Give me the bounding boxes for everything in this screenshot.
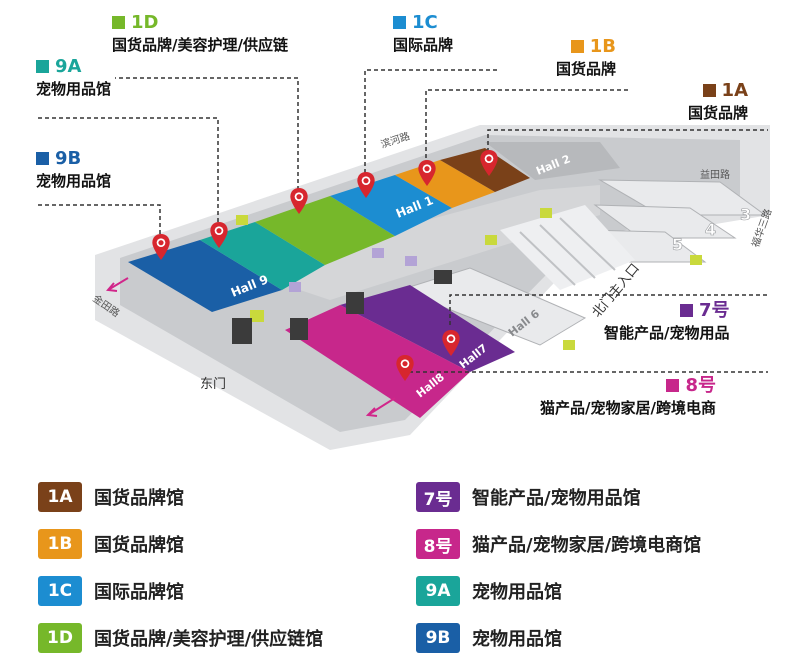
hall-1d-zone bbox=[255, 196, 395, 265]
legend-badge-1a: 1A bbox=[38, 482, 82, 512]
callout-1d-code: 1D bbox=[131, 12, 159, 33]
callout-1a-swatch bbox=[702, 84, 716, 98]
callout-7-code: 7号 bbox=[698, 300, 730, 321]
leader-1a bbox=[487, 129, 768, 152]
callout-7: 7号 智能产品/宠物用品 bbox=[604, 300, 729, 342]
hall-9a-zone bbox=[200, 222, 325, 290]
callout-9a-swatch bbox=[36, 60, 49, 74]
north-entrance-plaza bbox=[500, 205, 635, 290]
legend-badge-1c: 1C bbox=[38, 576, 82, 606]
callout-1b: 1B 国货品牌 bbox=[556, 36, 616, 78]
callout-1c-desc: 国际品牌 bbox=[393, 35, 454, 54]
legend-item-9a: 9A 宠物用品馆 bbox=[416, 574, 562, 608]
callout-1d-swatch bbox=[112, 16, 125, 30]
hall-7-zone bbox=[340, 285, 515, 372]
hall-3-label: 3 bbox=[740, 205, 751, 224]
legend-item-1a: 1A 国货品牌馆 bbox=[38, 480, 184, 514]
callout-1d-desc: 国货品牌/美容护理/供应链 bbox=[112, 35, 288, 54]
hall-1c-zone bbox=[330, 175, 452, 236]
road-binhe-label: 滨河路 bbox=[379, 129, 412, 151]
legend-badge-1b: 1B bbox=[38, 529, 82, 559]
callout-9b-swatch bbox=[36, 152, 49, 166]
legend-label-7: 智能产品/宠物用品馆 bbox=[472, 488, 641, 509]
legend-label-9b: 宠物用品馆 bbox=[472, 629, 562, 650]
legend-label-1a: 国货品牌馆 bbox=[94, 488, 184, 509]
legend-label-1c: 国际品牌馆 bbox=[94, 582, 184, 603]
hall-8-zone bbox=[285, 305, 470, 418]
south-arrow bbox=[365, 397, 396, 417]
legend-item-7: 7号 智能产品/宠物用品馆 bbox=[416, 480, 641, 514]
legend-badge-9b: 9B bbox=[416, 623, 460, 653]
callout-1b-swatch bbox=[570, 40, 584, 54]
legend-item-8: 8号 猫产品/宠物家居/跨境电商馆 bbox=[416, 527, 701, 561]
legend-badge-9a: 9A bbox=[416, 576, 460, 606]
hall-5-label: 5 bbox=[672, 235, 683, 254]
hall-3-zone bbox=[598, 179, 767, 216]
callout-1c: 1C 国际品牌 bbox=[393, 12, 453, 54]
callout-9b-desc: 宠物用品馆 bbox=[36, 171, 112, 190]
callout-1c-code: 1C bbox=[412, 12, 438, 33]
callout-1c-swatch bbox=[393, 16, 406, 30]
east-gate-label: 东门 bbox=[200, 377, 226, 392]
callout-8: 8号 猫产品/宠物家居/跨境电商 bbox=[540, 375, 716, 417]
callout-8-desc: 猫产品/宠物家居/跨境电商 bbox=[540, 398, 716, 417]
leader-9b bbox=[38, 204, 161, 248]
legend-item-1c: 1C 国际品牌馆 bbox=[38, 574, 184, 608]
hall-2-zone bbox=[485, 142, 620, 180]
legend-item-1d: 1D 国货品牌/美容护理/供应链馆 bbox=[38, 621, 323, 655]
callout-1a-desc: 国货品牌 bbox=[688, 103, 749, 122]
leader-1b bbox=[425, 89, 628, 165]
legend-label-1d: 国货品牌/美容护理/供应链馆 bbox=[94, 629, 324, 650]
leader-1c bbox=[364, 69, 498, 180]
leader-7 bbox=[449, 294, 768, 325]
hall-9b-zone bbox=[128, 240, 282, 312]
callout-1a: 1A 国货品牌 bbox=[688, 80, 748, 122]
road-yitian-label: 益田路 bbox=[700, 168, 730, 181]
legend-label-1b: 国货品牌馆 bbox=[94, 535, 184, 556]
west-arrow bbox=[106, 277, 129, 292]
callout-8-swatch bbox=[666, 379, 680, 393]
legend-badge-8: 8号 bbox=[416, 529, 460, 559]
legend-label-9a: 宠物用品馆 bbox=[472, 582, 562, 603]
callout-9b-code: 9B bbox=[55, 148, 82, 169]
hall-4-label: 4 bbox=[705, 220, 716, 239]
leader-1d bbox=[115, 77, 299, 190]
callout-7-swatch bbox=[679, 304, 693, 318]
venue-floor-map: Hall 1 Hall 2 Hall 9 Hall 6 Hall7 Hall8 … bbox=[38, 69, 774, 450]
callout-1b-desc: 国货品牌 bbox=[556, 59, 617, 78]
callout-9b: 9B 宠物用品馆 bbox=[36, 148, 111, 190]
callout-8-code: 8号 bbox=[685, 375, 716, 396]
legend-badge-1d: 1D bbox=[38, 623, 82, 653]
legend-badge-7: 7号 bbox=[416, 482, 460, 512]
legend-item-1b: 1B 国货品牌馆 bbox=[38, 527, 184, 561]
callout-9a-desc: 宠物用品馆 bbox=[36, 79, 112, 98]
callout-7-desc: 智能产品/宠物用品 bbox=[604, 323, 730, 342]
central-corridor bbox=[240, 185, 600, 300]
callout-9a-code: 9A bbox=[55, 56, 82, 77]
callout-1b-code: 1B bbox=[589, 36, 617, 57]
callout-1d: 1D 国货品牌/美容护理/供应链 bbox=[112, 12, 288, 54]
callout-1a-code: 1A bbox=[721, 80, 749, 101]
leader-9a bbox=[38, 117, 219, 222]
legend-label-8: 猫产品/宠物家居/跨境电商馆 bbox=[472, 535, 702, 556]
callout-9a: 9A 宠物用品馆 bbox=[36, 56, 111, 98]
hall-4-zone bbox=[593, 204, 737, 239]
legend-item-9b: 9B 宠物用品馆 bbox=[416, 621, 562, 655]
